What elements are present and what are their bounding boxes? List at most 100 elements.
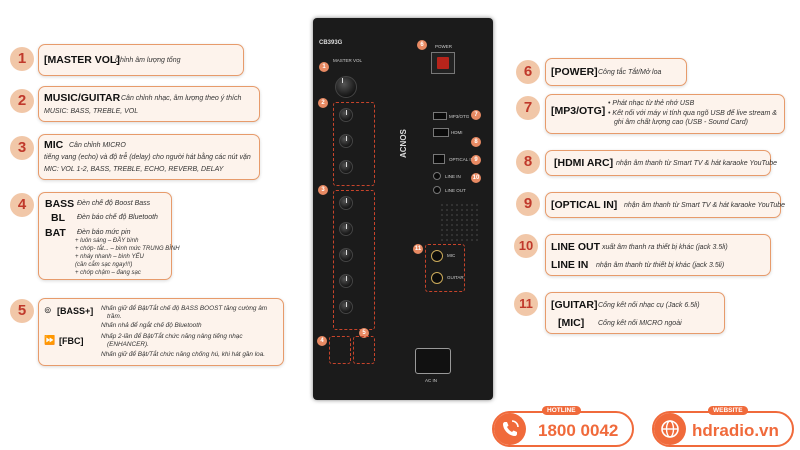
panel-knob-2 xyxy=(339,134,353,148)
globe-icon xyxy=(654,413,686,445)
mp3-otg-bullet-1: • Phát nhạc từ thẻ nhớ USB xyxy=(608,100,695,107)
panel-marker-6: 6 xyxy=(417,40,427,50)
bass-led-label: BASS xyxy=(45,198,75,210)
bat-led-label: BAT xyxy=(45,227,66,239)
device-power-label: POWER xyxy=(435,44,453,49)
vent-hole xyxy=(446,219,448,221)
vent-hole xyxy=(451,204,453,206)
vent-hole xyxy=(466,204,468,206)
vent-hole xyxy=(441,214,443,216)
guitar-label: [GUITAR] xyxy=(551,299,598,311)
bat-led-desc: Đèn báo mức pin xyxy=(77,229,131,236)
button-group xyxy=(353,336,375,364)
hdmi-arc-label: [HDMI ARC] xyxy=(554,157,614,169)
bass-plus-bullet-1: Nhấn giữ để Bật/Tắt chế độ BASS BOOST tă… xyxy=(101,305,268,312)
line-in-desc: nhận âm thanh từ thiết bị khác (jack 3.5… xyxy=(596,262,725,269)
mp3-otg-bullet-2-text: Kết nối với máy vi tính qua ngõ USB để l… xyxy=(612,110,777,117)
device-hdmi-label: HDMI xyxy=(451,130,463,135)
guitar-desc: Cổng kết nối nhạc cụ (Jack 6.5li) xyxy=(598,302,700,309)
vent-hole xyxy=(466,234,468,236)
panel-marker-1: 1 xyxy=(319,62,329,72)
vent-hole xyxy=(466,219,468,221)
bat-state-4: (cần cắm sạc ngay!!!) xyxy=(75,262,133,268)
mic-desc-3: MIC: VOL 1-2, BASS, TREBLE, ECHO, REVERB… xyxy=(44,166,224,173)
callout-number-8: 8 xyxy=(516,150,540,174)
vent-hole xyxy=(466,209,468,211)
ac-in-socket xyxy=(415,348,451,374)
callout-number-4: 4 xyxy=(10,193,34,217)
master-vol-knob xyxy=(335,76,357,98)
phone-icon xyxy=(494,413,526,445)
panel-marker-9: 9 xyxy=(471,155,481,165)
vent-hole xyxy=(461,229,463,231)
website-url: hdradio.vn xyxy=(692,421,779,440)
bat-state-1: + luôn sáng – ĐẦY bình xyxy=(75,238,139,244)
music-guitar-desc: Cân chỉnh nhạc, âm lượng theo ý thích xyxy=(121,95,242,102)
callout-number-6: 6 xyxy=(516,60,540,84)
callout-power: [POWER] Công tắc Tắt/Mở loa xyxy=(545,58,687,86)
bass-plus-icon: ⊚ xyxy=(44,305,52,315)
vent-hole xyxy=(471,224,473,226)
panel-marker-7: 7 xyxy=(471,110,481,120)
website-tag: WEBSITE xyxy=(708,406,748,415)
vent-hole xyxy=(441,209,443,211)
panel-knob-3 xyxy=(339,160,353,174)
panel-marker-5: 5 xyxy=(359,328,369,338)
vent-hole xyxy=(471,229,473,231)
bat-state-3: + nháy nhanh – bình YẾU xyxy=(75,254,144,260)
vent-hole xyxy=(456,209,458,211)
website-pill[interactable]: WEBSITE hdradio.vn xyxy=(652,406,794,447)
power-switch xyxy=(431,52,455,74)
guitar-jack xyxy=(431,272,443,284)
panel-marker-11: 11 xyxy=(413,244,423,254)
device-master-vol-label: MASTER VOL xyxy=(333,58,363,63)
hdmi-arc-desc: nhận âm thanh từ Smart TV & hát karaoke … xyxy=(616,160,777,167)
callout-buttons: ⊚ [BASS+] Nhấn giữ để Bật/Tắt chế độ BAS… xyxy=(38,298,284,366)
vent-hole xyxy=(441,224,443,226)
vent-hole xyxy=(441,239,443,241)
panel-marker-10: 10 xyxy=(471,173,481,183)
vent-hole xyxy=(451,219,453,221)
panel-knob-5 xyxy=(339,222,353,236)
hotline-pill[interactable]: HOTLINE 1800 0042 xyxy=(492,406,634,447)
vent-hole xyxy=(471,214,473,216)
panel-knob-1 xyxy=(339,108,353,122)
bass-plus-bullet-2: Nhấn nhả để ngắt chế độ Bluetooth xyxy=(101,322,202,329)
vent-hole xyxy=(461,214,463,216)
music-knob-group xyxy=(333,102,375,186)
master-vol-label: [MASTER VOL] xyxy=(44,54,120,66)
vent-hole xyxy=(451,229,453,231)
vent-hole xyxy=(456,214,458,216)
callout-number-11: 11 xyxy=(514,292,538,316)
callout-number-7: 7 xyxy=(516,96,540,120)
device-usb-label: MP3/OTG xyxy=(449,114,470,119)
device-mic-label: MIC xyxy=(447,253,456,258)
callout-number-3: 3 xyxy=(10,136,34,160)
vent-hole xyxy=(461,209,463,211)
bat-state-2: + chớp- tắt... – bình mức TRUNG BÌNH xyxy=(75,246,180,252)
bl-led-label: BL xyxy=(51,212,65,224)
vent-hole xyxy=(441,234,443,236)
vent-hole xyxy=(471,209,473,211)
optical-in-label: [OPTICAL IN] xyxy=(551,199,618,211)
vent-hole xyxy=(446,214,448,216)
panel-marker-2: 2 xyxy=(318,98,328,108)
panel-knob-7 xyxy=(339,274,353,288)
device-optical-label: OPTICAL IN xyxy=(449,157,474,162)
vent-hole xyxy=(446,204,448,206)
vent-hole xyxy=(456,219,458,221)
callout-number-5: 5 xyxy=(10,299,34,323)
mp3-otg-bullet-2: • Kết nối với máy vi tính qua ngõ USB để… xyxy=(608,110,777,117)
mic-port-label: [MIC] xyxy=(558,317,585,329)
callout-indicators: BASS Đèn chế độ Boost Bass BL Đèn báo ch… xyxy=(38,192,180,280)
callout-guitar-mic: [GUITAR] Cổng kết nối nhạc cụ (Jack 6.5l… xyxy=(545,292,725,334)
jack-group xyxy=(425,244,465,292)
mic-desc: Cân chỉnh MICRO xyxy=(69,142,126,149)
panel-marker-8: 8 xyxy=(471,137,481,147)
vent-hole xyxy=(461,234,463,236)
bat-state-5: + chớp chậm – đang sạc xyxy=(75,270,141,276)
vent-grill xyxy=(441,204,481,244)
fbc-bullet-1b: (ENHANCER). xyxy=(107,341,149,348)
vent-hole xyxy=(451,214,453,216)
vent-hole xyxy=(441,229,443,231)
